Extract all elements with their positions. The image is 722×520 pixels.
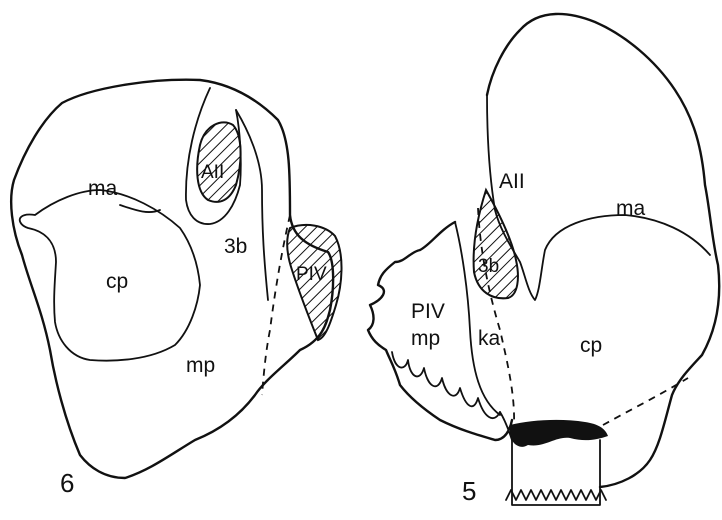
fig5-scalloped-edge — [392, 352, 500, 418]
fig5-inner-ridge — [487, 95, 710, 300]
fig6-outer-outline — [11, 80, 333, 478]
fig5-label-ma: ma — [616, 197, 645, 220]
fig5-label-piv: PIV — [411, 300, 445, 323]
fig5-outer-outline — [487, 14, 719, 487]
fig6-label-ma: ma — [88, 177, 117, 200]
fig6-label-3b: 3b — [224, 235, 247, 258]
fig5-label-ka: ka — [478, 327, 501, 350]
fig6-number: 6 — [60, 468, 74, 498]
fig6-ridge-line-2 — [236, 110, 268, 300]
figure-6-drawing: ma cp mp AII 3b PIV 6 — [11, 80, 341, 498]
fig5-label-mp: mp — [411, 327, 440, 350]
fig5-base-tissue — [510, 420, 608, 447]
fig5-label-3b: 3b — [478, 256, 499, 277]
fig6-label-mp: mp — [186, 354, 215, 377]
fig6-label-cp: cp — [106, 270, 128, 293]
fig5-3b-hatched — [474, 190, 518, 298]
fig5-base-rect — [512, 440, 600, 505]
fig6-dashed-boundary — [262, 215, 290, 395]
fig5-base-fringe — [506, 490, 606, 500]
fig6-label-piv: PIV — [296, 264, 327, 285]
fig5-lower-dashed — [603, 378, 688, 425]
fig5-number: 5 — [462, 476, 476, 506]
fig5-label-all: AII — [499, 170, 525, 193]
fig5-label-cp: cp — [580, 334, 602, 357]
fig6-label-all: AII — [201, 162, 224, 183]
figure-5-drawing: AII ma 3b PIV mp ka cp 5 — [368, 14, 719, 506]
